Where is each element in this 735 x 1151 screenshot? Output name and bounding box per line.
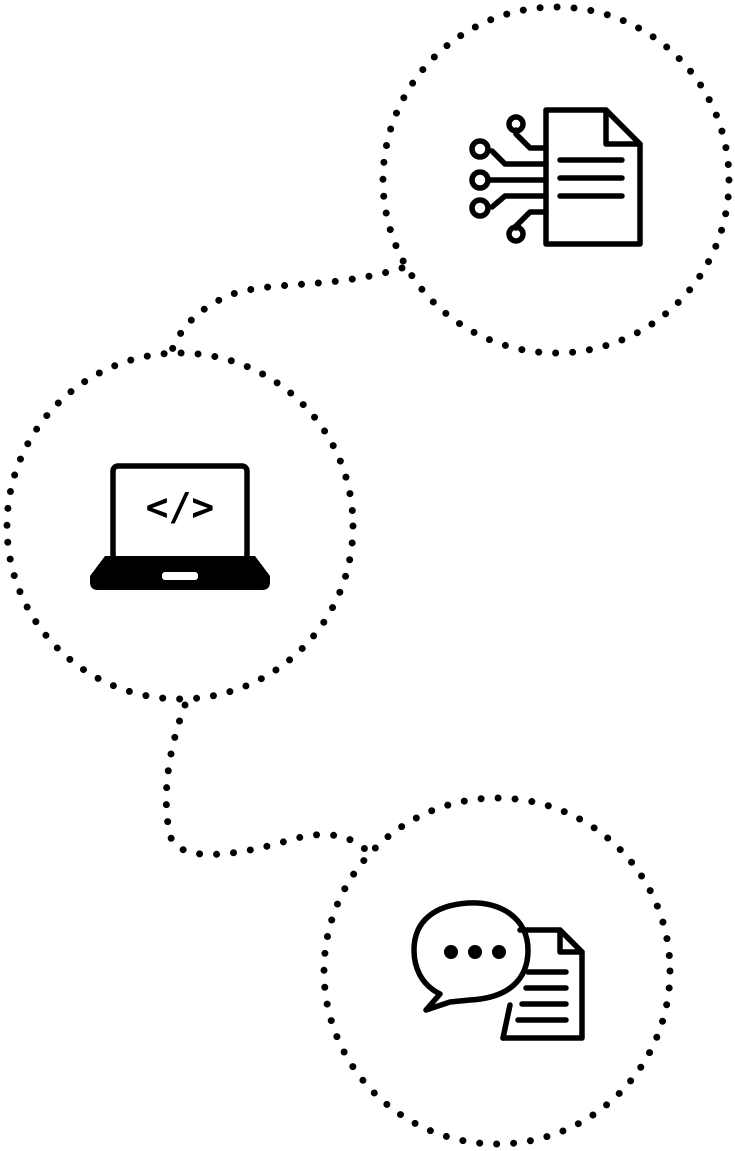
ai-document-icon: [469, 107, 643, 247]
connector-ai-document-to-laptop: [168, 264, 406, 354]
node-ai-document: [379, 3, 733, 357]
code-label: </>: [146, 485, 215, 529]
chat-document-icon: [411, 900, 585, 1041]
connector-laptop-to-chat-document: [162, 701, 372, 858]
node-laptop-code: [3, 349, 357, 703]
laptop-code-icon: </>: [90, 463, 270, 590]
node-chat-document: [320, 794, 674, 1148]
